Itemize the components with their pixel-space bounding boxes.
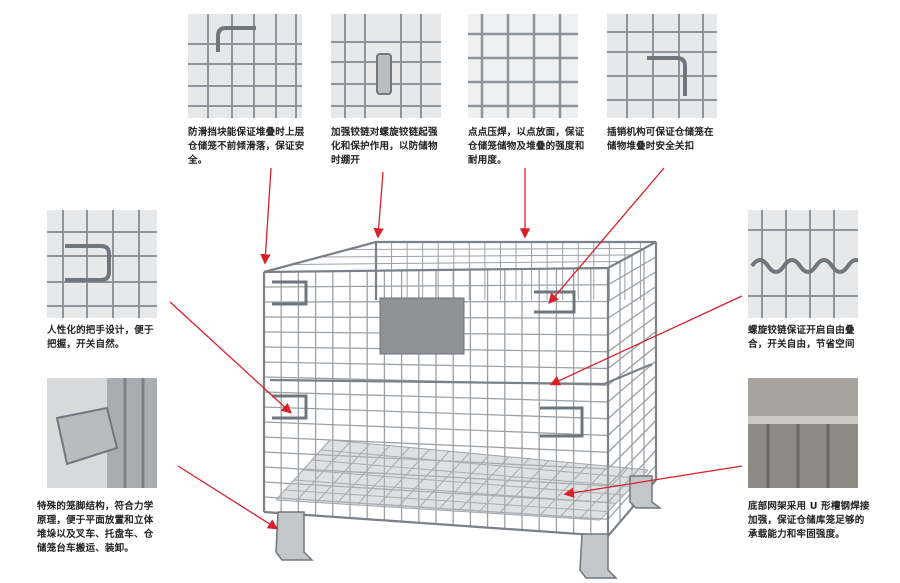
callout-base-channel-text: 底部网架采用 U 形槽钢焊接加强，保证仓储库笼足够的承载能力和牢固强度。	[748, 501, 870, 540]
detail-photo-spot-welding	[468, 14, 578, 118]
detail-photo-handle	[47, 210, 157, 318]
wire	[263, 391, 609, 403]
foot-front-right	[579, 533, 618, 579]
detail-photo-antislip-block	[188, 14, 302, 118]
wire	[329, 439, 649, 471]
wire	[263, 406, 609, 420]
wire	[347, 248, 645, 250]
wire	[607, 390, 657, 436]
wire	[607, 420, 657, 470]
wire	[291, 261, 621, 265]
detail-photo-base-channel	[748, 378, 858, 488]
callout-reinforced-hinge-text: 加强铰链对螺旋铰链起强化和保护作用，以防储物时绷开	[331, 127, 438, 166]
wire	[284, 489, 609, 513]
wire	[263, 466, 609, 487]
callout-antislip-text: 防滑挡块能保证堆叠时上层仓储笼不前倾滑落，保证安全。	[188, 127, 305, 166]
detail-photo-foot	[47, 378, 157, 488]
wire	[293, 479, 617, 504]
callout-spot-welding-text: 点点压焊，以点放面，保证仓储笼储物及堆叠的强度和耐用度。	[468, 127, 585, 166]
detail-photo-latch	[607, 14, 717, 118]
wire	[263, 496, 609, 520]
wire	[319, 254, 633, 258]
wire	[275, 499, 601, 521]
wire	[263, 361, 609, 370]
detail-photo-spiral-hinge	[748, 210, 858, 318]
wire	[263, 436, 609, 453]
callout-latch-text: 插销机构可保证仓储笼在储物堆叠时安全关扣	[607, 127, 714, 152]
callout-foot-text: 特殊的笼脚结构，符合力学原理，便于平面放置和立体堆垛以及叉车、托盘车、仓储笼台车…	[37, 501, 154, 554]
wire	[263, 421, 609, 437]
label-plate	[379, 297, 465, 355]
callout-handle-text: 人性化的把手设计，便于把握，开关自然。	[47, 325, 154, 350]
callout-spiral-hinge-text: 螺旋铰链保证开启自由叠合，开关自由，节省空间	[748, 325, 855, 350]
foot-front-left	[275, 511, 314, 561]
detail-photo-reinforced-hinge	[331, 14, 441, 118]
wire	[607, 405, 657, 453]
